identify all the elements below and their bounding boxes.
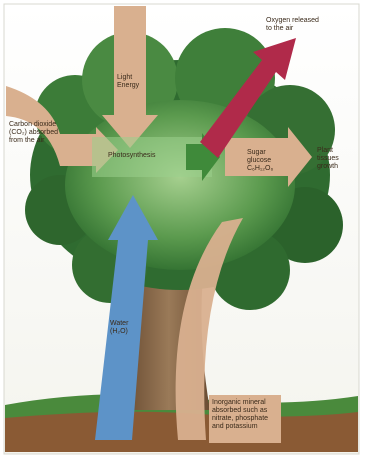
water-label: Water(H₂O): [110, 320, 128, 336]
photosynthesis-label: Photosynthesis: [108, 152, 155, 160]
